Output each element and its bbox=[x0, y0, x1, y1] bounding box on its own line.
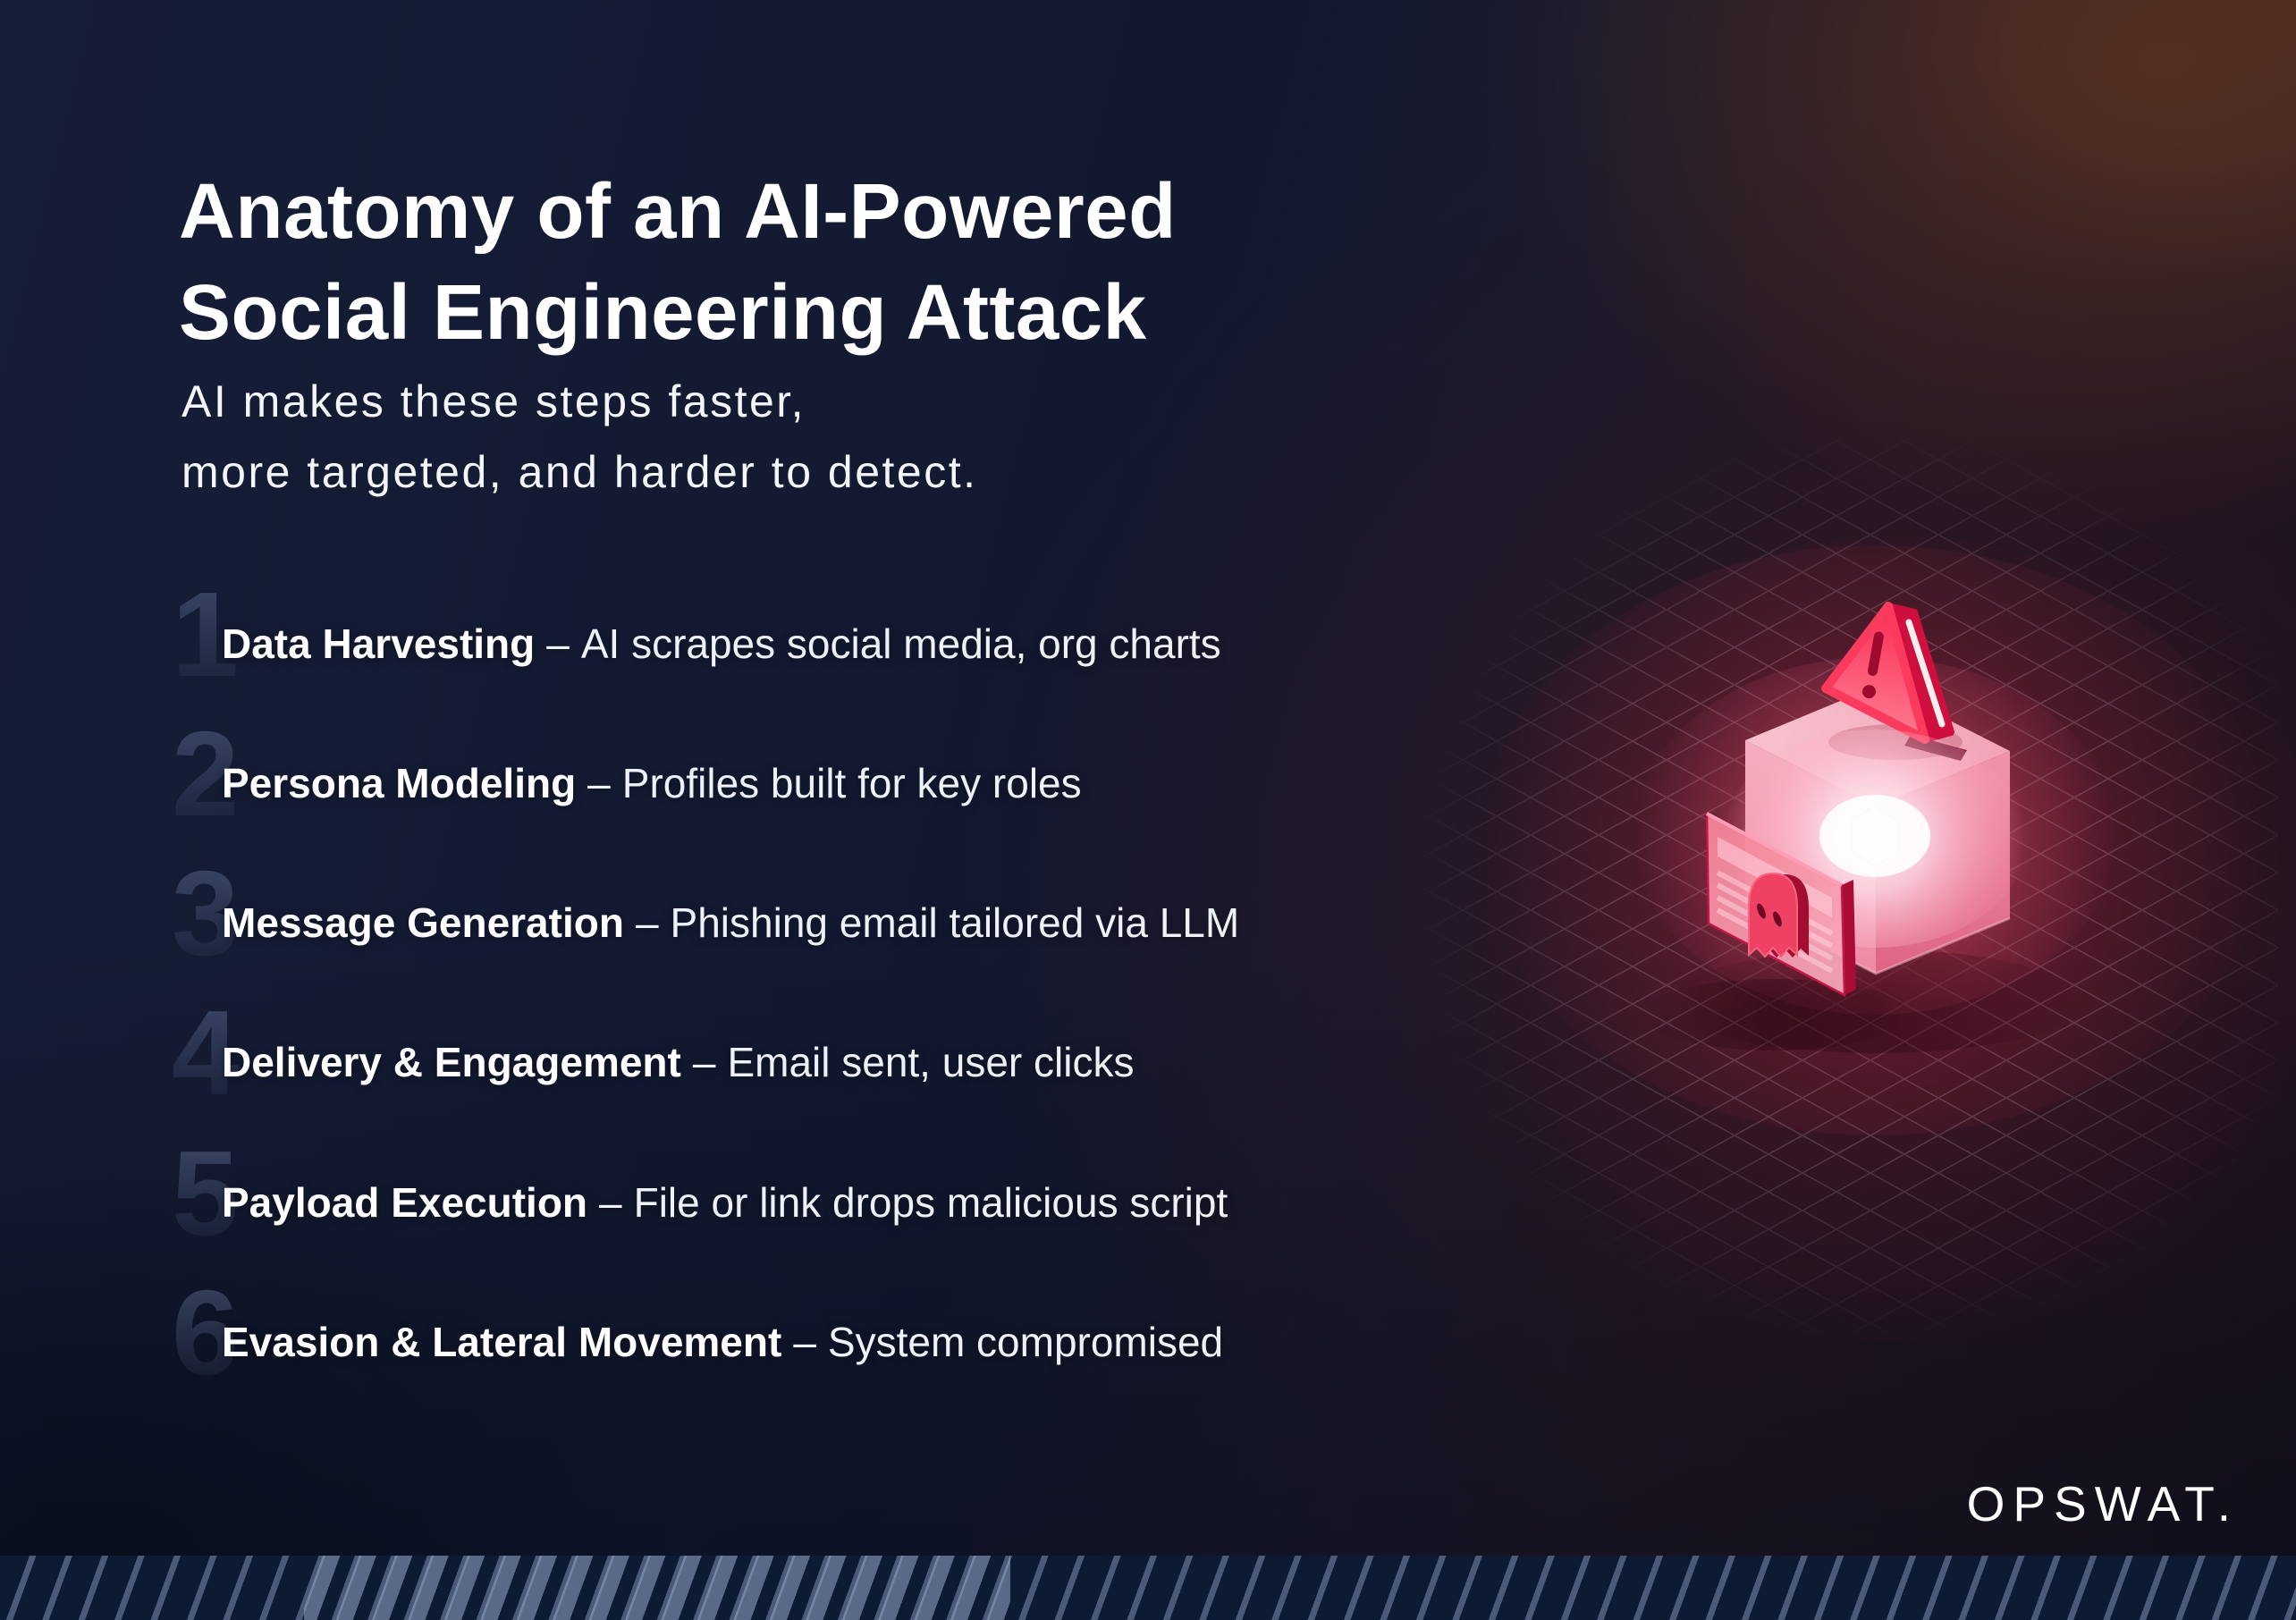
list-item: 4 Delivery & Engagement–Email sent, user… bbox=[172, 992, 1134, 1113]
step-dash: – bbox=[587, 760, 611, 806]
step-label: Message Generation bbox=[222, 899, 624, 946]
step-number: 3 bbox=[172, 846, 240, 981]
step-text: Delivery & Engagement–Email sent, user c… bbox=[222, 1039, 1134, 1085]
step-dash: – bbox=[599, 1179, 622, 1226]
step-number: 4 bbox=[172, 985, 240, 1120]
step-dash: – bbox=[546, 620, 570, 667]
step-description: Profiles built for key roles bbox=[621, 760, 1082, 806]
step-dash: – bbox=[793, 1319, 816, 1365]
step-description: System compromised bbox=[827, 1319, 1224, 1365]
list-item: 2 Persona Modeling–Profiles built for ke… bbox=[172, 713, 1082, 834]
subtitle-line-2: more targeted, and harder to detect. bbox=[181, 447, 978, 497]
step-number: 6 bbox=[172, 1265, 240, 1400]
step-description: AI scrapes social media, org charts bbox=[580, 620, 1221, 667]
page-subtitle: AI makes these steps faster, more targete… bbox=[181, 367, 978, 508]
title-line-2: Social Engineering Attack bbox=[179, 269, 1147, 357]
step-text: Data Harvesting–AI scrapes social media,… bbox=[222, 620, 1221, 667]
step-number: 5 bbox=[172, 1126, 240, 1261]
step-text: Evasion & Lateral Movement–System compro… bbox=[222, 1319, 1223, 1365]
step-label: Payload Execution bbox=[222, 1179, 588, 1226]
step-description: File or link drops malicious script bbox=[633, 1179, 1228, 1226]
step-label: Data Harvesting bbox=[222, 620, 536, 667]
step-dash: – bbox=[635, 899, 659, 946]
step-number: 2 bbox=[172, 706, 240, 841]
step-label: Persona Modeling bbox=[222, 760, 577, 806]
opswat-logo: OPSWAT. bbox=[1966, 1476, 2239, 1531]
step-label: Evasion & Lateral Movement bbox=[222, 1319, 782, 1365]
list-item: 6 Evasion & Lateral Movement–System comp… bbox=[172, 1272, 1223, 1393]
step-number: 1 bbox=[172, 567, 240, 702]
step-text: Message Generation–Phishing email tailor… bbox=[222, 899, 1239, 946]
step-description: Email sent, user clicks bbox=[727, 1039, 1135, 1085]
footer-stripes-thick bbox=[304, 1556, 1010, 1620]
footer-stripe-bar bbox=[0, 1556, 2296, 1620]
list-item: 1 Data Harvesting–AI scrapes social medi… bbox=[172, 574, 1221, 695]
step-dash: – bbox=[692, 1039, 716, 1085]
step-text: Persona Modeling–Profiles built for key … bbox=[222, 760, 1082, 806]
step-text: Payload Execution–File or link drops mal… bbox=[222, 1179, 1228, 1226]
subtitle-line-1: AI makes these steps faster, bbox=[181, 376, 806, 426]
step-description: Phishing email tailored via LLM bbox=[670, 899, 1240, 946]
list-item: 3 Message Generation–Phishing email tail… bbox=[172, 853, 1239, 974]
title-line-1: Anatomy of an AI-Powered bbox=[179, 168, 1177, 256]
list-item: 5 Payload Execution–File or link drops m… bbox=[172, 1133, 1228, 1253]
step-label: Delivery & Engagement bbox=[222, 1039, 681, 1085]
